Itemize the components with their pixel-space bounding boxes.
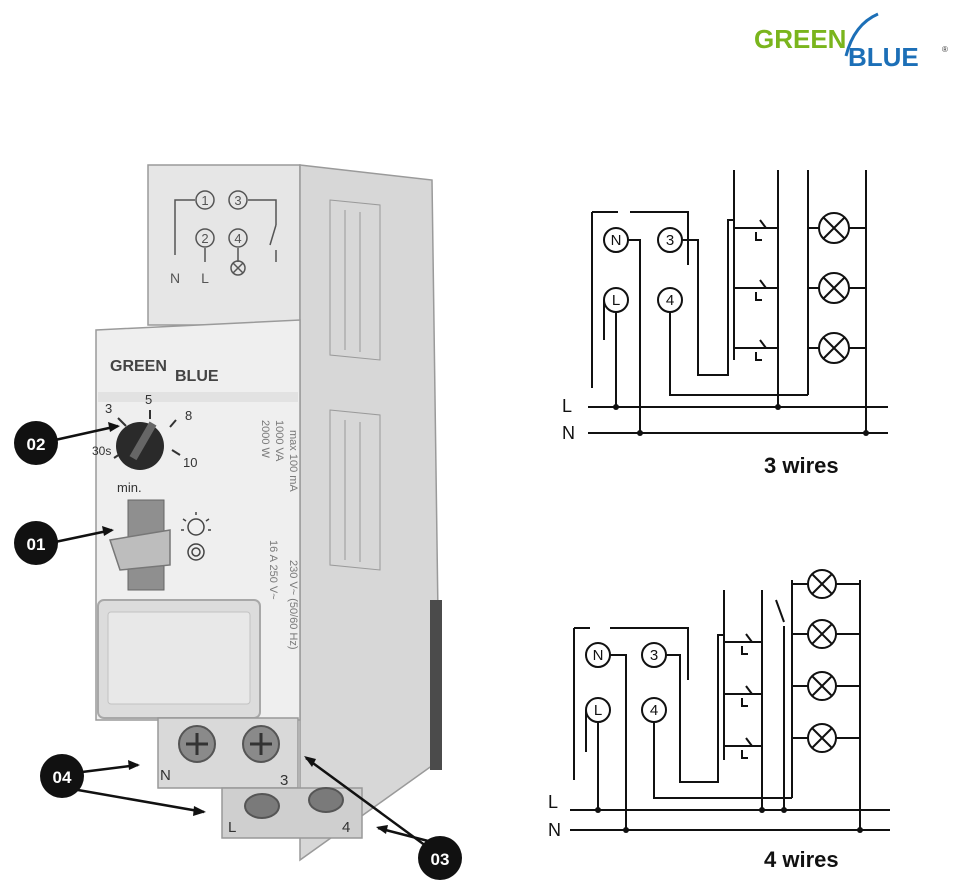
terminal-label-l: L	[228, 819, 236, 836]
top-terminal-1: 1	[195, 190, 215, 210]
device-side-panel	[299, 164, 441, 862]
terminal-screw-4[interactable]	[308, 787, 344, 813]
dial-label-5: 5	[145, 392, 152, 407]
wiring4-terminal-n-label: N	[593, 647, 604, 664]
side-text-1000va: 1000 VA	[273, 420, 285, 462]
terminal-screw-l[interactable]	[244, 793, 280, 819]
wiring4-rail-l-label: L	[548, 792, 558, 812]
brand-registered-mark: ®	[942, 45, 948, 54]
top-letter-n: N	[170, 270, 180, 286]
front-divider	[98, 392, 298, 402]
callout-03-label: 03	[431, 850, 450, 869]
wiring3-rail-l-label: L	[562, 396, 572, 416]
wiring4-terminal-4-label: 4	[650, 702, 658, 719]
top-terminal-3-label: 3	[234, 193, 241, 208]
wiring3-lamp-3	[808, 332, 866, 364]
side-text-16a: 16 A 250 V~	[267, 540, 279, 600]
wiring4-terminal-l-label: L	[594, 702, 602, 719]
side-text-2000w: 2000 W	[259, 420, 271, 459]
terminal-label-4: 4	[342, 819, 350, 836]
dial-label-8: 8	[185, 408, 192, 423]
wiring3-terminal-3-label: 3	[666, 232, 674, 249]
time-dial-slot	[129, 421, 157, 461]
side-text-100ma: max 100 mA	[287, 430, 299, 492]
device-top-panel	[147, 164, 301, 326]
top-terminal-3: 3	[228, 190, 248, 210]
side-text-230v: 230 V~ (50/60 Hz)	[287, 560, 299, 650]
terminal-label-3: 3	[280, 772, 288, 789]
top-terminal-2: 2	[195, 228, 215, 248]
front-logo-green: GREEN	[110, 358, 167, 375]
brand-logo-blue: BLUE	[848, 42, 919, 72]
callout-03: 03	[304, 756, 462, 880]
brand-logo-swoosh	[844, 12, 879, 57]
wiring3-rail-n-label: N	[562, 423, 575, 443]
wiring-4-svg: N 3 L 4 L N	[548, 569, 890, 840]
wiring3-terminal-n-label: N	[611, 232, 622, 249]
wiring-diagram-4-wires: N 3 L 4 L N 4 wires	[540, 560, 960, 880]
top-terminal-1-label: 1	[201, 193, 208, 208]
callout-01: 01	[14, 521, 114, 565]
side-ratings-text: 2000 W 1000 VA max 100 mA 16 A 250 V~ 23…	[259, 420, 299, 650]
wiring4-lamp-2	[792, 619, 860, 649]
front-logo-blue: BLUE	[175, 368, 219, 385]
wiring3-terminal-l-label: L	[612, 292, 620, 309]
wiring4-lamp-1	[792, 569, 860, 599]
wiring4-caption: 4 wires	[764, 847, 839, 872]
side-schematic	[329, 199, 381, 571]
callout-04-label: 04	[53, 768, 72, 787]
dial-label-30s: 30s	[92, 444, 111, 458]
callout-02: 02	[14, 421, 120, 465]
wiring3-terminal-4-label: 4	[666, 292, 674, 309]
brand-logo: GREEN BLUE ®	[754, 12, 948, 72]
top-terminal-4-label: 4	[234, 231, 241, 246]
callout-04: 04	[40, 754, 206, 816]
wiring-3-svg: N 3 L 4 L N	[562, 170, 888, 443]
wiring-diagram-3-wires: N 3 L 4 L N 3 wires	[548, 160, 960, 490]
light-on-icon	[181, 512, 211, 536]
switch-lever[interactable]	[109, 529, 171, 571]
dial-unit-label: min.	[117, 480, 142, 495]
top-letter-l: L	[201, 270, 209, 286]
dial-label-3: 3	[105, 401, 112, 416]
wiring3-caption: 3 wires	[764, 453, 839, 478]
dial-label-10: 10	[183, 455, 197, 470]
wiring4-rail-n-label: N	[548, 820, 561, 840]
terminal-screw-3[interactable]	[242, 725, 280, 763]
wiring4-lamp-4	[792, 723, 860, 753]
callout-01-label: 01	[27, 535, 46, 554]
top-circuit-symbol	[174, 199, 277, 262]
terminal-screw-n[interactable]	[178, 725, 216, 763]
time-dial[interactable]	[113, 410, 181, 470]
wiring4-lamp-3	[792, 671, 860, 701]
auto-mode-icon	[187, 543, 205, 561]
device-label-window-inner	[107, 611, 251, 705]
wiring3-lamp-2	[808, 272, 866, 304]
staircase-timer-device: 1 3 2 4 N L GREEN BLUE 3 5 8 30s 10 min.	[14, 164, 462, 880]
top-terminal-4: 4	[228, 228, 248, 248]
top-lamp-symbol	[230, 260, 246, 276]
terminal-label-n: N	[160, 767, 171, 784]
brand-logo-green: GREEN	[754, 24, 846, 54]
top-terminal-2-label: 2	[201, 231, 208, 246]
callout-02-label: 02	[27, 435, 46, 454]
wiring3-lamp-1	[808, 212, 866, 244]
wiring4-terminal-3-label: 3	[650, 647, 658, 664]
din-rail-clip	[430, 600, 442, 770]
